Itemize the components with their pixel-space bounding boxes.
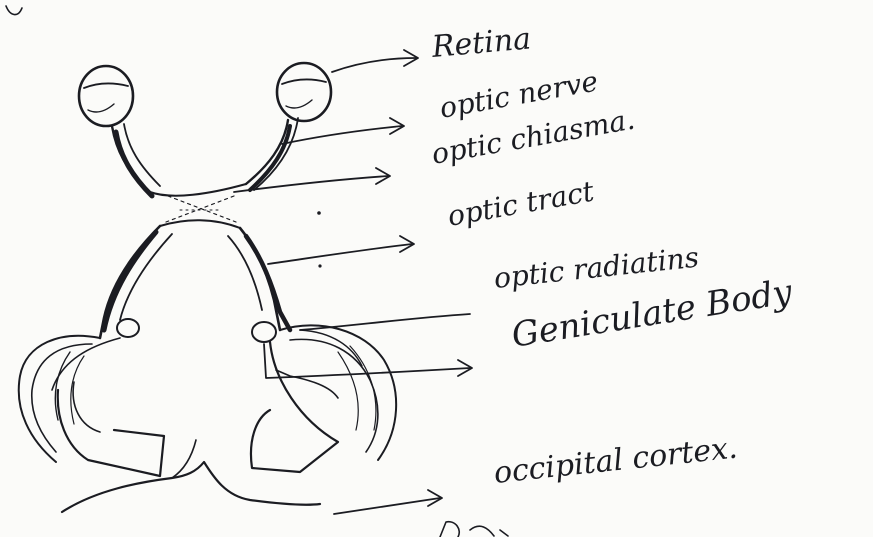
left-optic-nerve-shading — [116, 132, 152, 196]
stray-dot — [317, 211, 321, 215]
right-optic-tract-outer — [240, 228, 280, 330]
right-eyeball — [277, 63, 331, 121]
cropped-handwriting-top — [6, 6, 22, 15]
right-optic-radiations — [251, 325, 396, 472]
geniculate-body-arrow — [264, 344, 472, 378]
left-optic-tract-outer — [100, 226, 160, 338]
optic-radiations-line — [300, 314, 470, 330]
left-optic-tract-shading — [104, 232, 156, 330]
cropped-handwriting-bottom — [440, 522, 508, 537]
optic-chiasma-crossing — [150, 184, 246, 228]
left-optic-radiations — [19, 336, 164, 476]
right-geniculate-body — [252, 322, 276, 342]
left-optic-nerve-inner — [124, 124, 160, 186]
right-optic-tract-inner — [228, 236, 262, 310]
left-geniculate-body — [117, 319, 139, 337]
optic-tract-arrow — [268, 236, 414, 264]
retina-arrow — [332, 50, 418, 72]
left-eyeball — [79, 66, 133, 126]
optic-chiasma-arrow — [234, 168, 390, 192]
occipital-cortex-arrow — [334, 490, 442, 514]
stray-dot — [318, 264, 321, 267]
